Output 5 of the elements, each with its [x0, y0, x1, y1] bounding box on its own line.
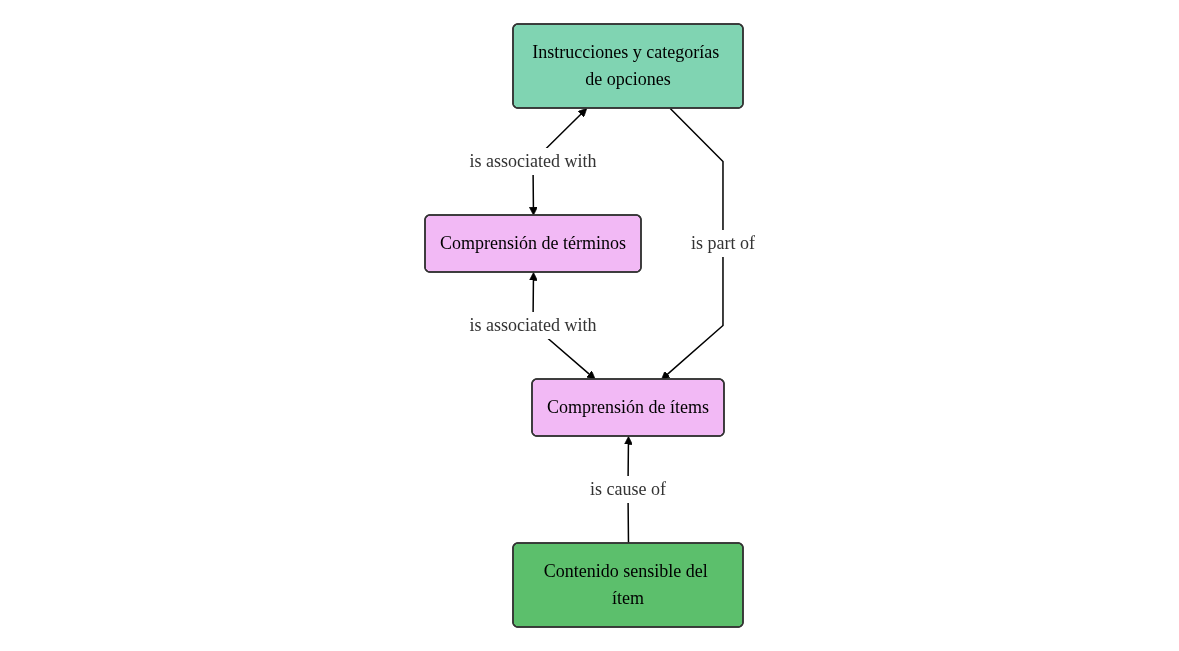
- arrow: [660, 107, 724, 380]
- edge-label: is associated with: [469, 151, 596, 171]
- edge-label: is cause of: [589, 479, 666, 499]
- edge-label: is associated with: [469, 315, 596, 335]
- edge-label: is part of: [690, 233, 755, 253]
